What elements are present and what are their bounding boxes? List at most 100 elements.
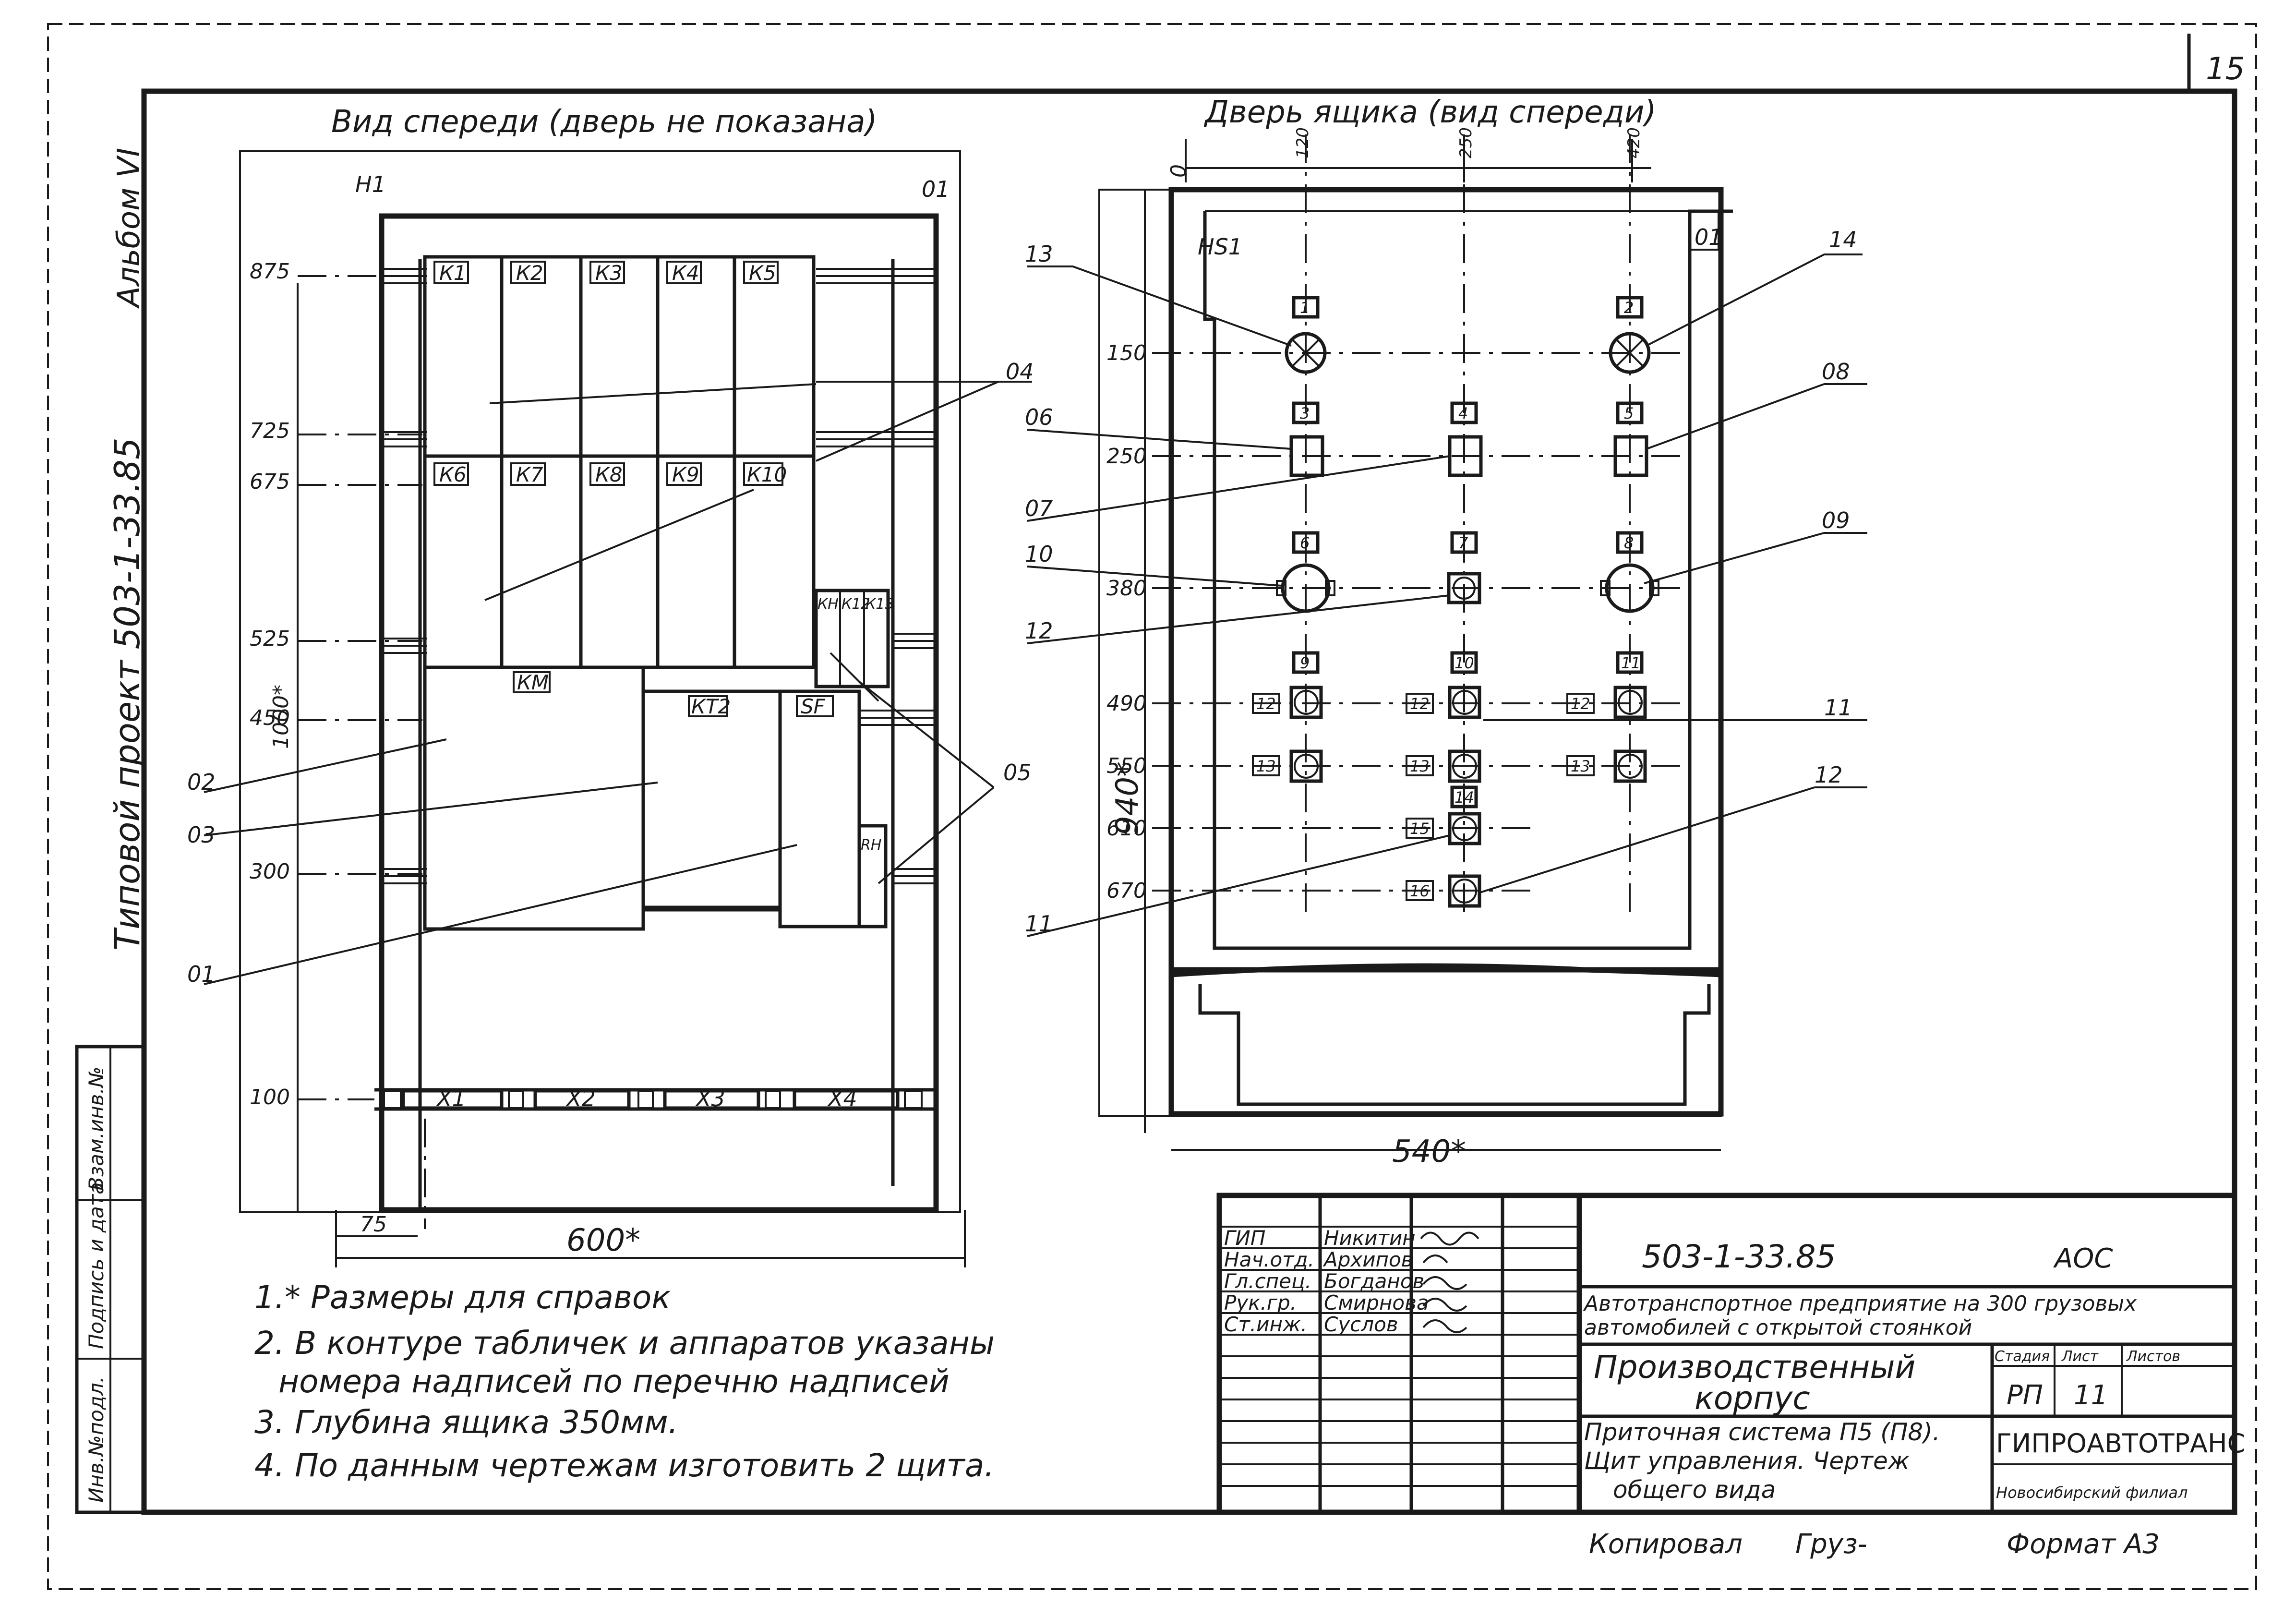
- small-relay-block: [814, 589, 890, 688]
- contactor-kt2: [641, 689, 782, 909]
- front-wiring: [484, 383, 879, 702]
- object-line-2: автомобилей с открытой стоянкой: [1584, 1315, 1972, 1340]
- doc-type: АОС: [2053, 1243, 2113, 1274]
- leader-label: 02: [187, 769, 216, 795]
- relay-row-1: К1 К2 К3 К4 К5: [433, 261, 779, 285]
- branch: Новосибирский филиал: [1996, 1483, 2188, 1502]
- terminal-label: Х1: [436, 1085, 466, 1111]
- level-mark: 675: [250, 470, 290, 494]
- device-number: 11: [1621, 654, 1641, 672]
- sheet-header: Лист: [2061, 1348, 2099, 1365]
- front-outer-contour: [239, 150, 961, 1213]
- device-number: 3: [1300, 404, 1310, 422]
- front-panel-mark: 01: [922, 176, 950, 202]
- door-outer: [1168, 187, 1724, 973]
- outer-border: [47, 23, 2257, 1590]
- front-level-marks: 875 725 675 525 450 300 100: [250, 259, 422, 1109]
- relay-label: К6: [439, 463, 467, 486]
- leader-label: 13: [1025, 241, 1053, 267]
- left-stamp-cell: Взам.инв.№: [84, 1067, 108, 1191]
- height-dim: 1000*: [269, 685, 293, 749]
- contactor-km: [423, 665, 645, 931]
- terminal-label: Х2: [565, 1085, 596, 1111]
- plate-number: 12: [1571, 695, 1590, 713]
- device-number: 2: [1624, 299, 1634, 317]
- sheet-number: 15: [2206, 51, 2245, 87]
- relay-label: К10: [747, 463, 787, 486]
- door-panel-tag: HS1: [1198, 234, 1242, 260]
- leader-label: 12: [1815, 762, 1843, 788]
- relay-column-lines: [500, 257, 736, 667]
- drawing-line-3: общего вида: [1613, 1476, 1776, 1504]
- role: Рук.гр.: [1224, 1291, 1297, 1315]
- device-number: 10: [1455, 654, 1474, 672]
- plate-number: 16: [1410, 882, 1430, 900]
- door-lower-frame: [1168, 963, 1724, 1117]
- device-number: 5: [1624, 404, 1634, 422]
- door-leaders: [1027, 253, 1867, 937]
- leader-label: 07: [1025, 495, 1053, 521]
- title-block-roles: ГИП Нач.отд. Гл.спец. Рук.гр. Ст.инж. Ни…: [1224, 1226, 1479, 1336]
- name: Богданов: [1324, 1269, 1424, 1293]
- note-line: 3. Глубина ящика 350мм.: [254, 1404, 678, 1441]
- inner-frame: [141, 88, 2237, 1515]
- level-mark: 525: [250, 627, 290, 651]
- relay-row-2: К6 К7 К8 К9 К10: [433, 462, 787, 486]
- signal-lamp-2: [1609, 296, 1651, 374]
- row-mark: 550: [1106, 754, 1147, 778]
- terminal-label: Х3: [695, 1085, 725, 1111]
- contactor-km-label-box: [513, 671, 551, 693]
- level-mark: 100: [250, 1085, 290, 1109]
- plate-number: 12: [1256, 695, 1276, 713]
- relay-label: К2: [516, 261, 543, 285]
- col-mark: 0: [1166, 164, 1191, 178]
- object-line-1: Автотранспортное предприятие на 300 груз…: [1583, 1291, 2137, 1316]
- contactor-label: КМ: [517, 671, 549, 694]
- buttons-grid: [1252, 651, 1647, 908]
- project-label: Типовой проект 503-1-33.85: [107, 437, 147, 951]
- contactor-label: SF: [801, 695, 826, 718]
- contactor-kt2-label-box: [688, 695, 728, 717]
- plate-number: 13: [1410, 757, 1430, 775]
- small-relay-label: КН: [817, 596, 839, 613]
- leader-label: 06: [1025, 404, 1053, 430]
- copied-sign: Груз-: [1795, 1529, 1867, 1560]
- row-mark: 380: [1106, 576, 1147, 601]
- leader-label: 08: [1822, 359, 1850, 385]
- note-line: 4. По данным чертежам изготовить 2 щита.: [254, 1447, 994, 1484]
- door-column-marks: 0 120 250 420: [1166, 127, 1651, 182]
- front-panel-tag: Н1: [355, 171, 386, 197]
- drawing-line-1: Приточная система П5 (П8).: [1584, 1418, 1940, 1446]
- role: Ст.инж.: [1224, 1313, 1307, 1336]
- door-panel-mark: 01: [1695, 224, 1723, 250]
- door-inner-frame: [1205, 210, 1719, 251]
- col-mark: 420: [1624, 127, 1644, 158]
- name: Смирнова: [1324, 1291, 1429, 1315]
- organization: ГИПРОАВТОТРАНС: [1996, 1428, 2245, 1459]
- din-rails: [384, 268, 936, 884]
- device-number: 14: [1455, 788, 1474, 807]
- sheet-value: 11: [2074, 1380, 2108, 1411]
- small-relay-label: К12: [841, 596, 870, 613]
- building-line-1: Производственный: [1594, 1349, 1915, 1386]
- stage-header: Стадия: [1995, 1348, 2050, 1365]
- leader-label: 09: [1822, 507, 1850, 533]
- album-label: Альбом VI: [111, 148, 147, 309]
- device-number: 7: [1458, 534, 1468, 552]
- device-number: 4: [1458, 404, 1468, 422]
- left-stamp-cell: Подпись и дата: [84, 1182, 108, 1349]
- offset-dim: 75: [360, 1212, 387, 1237]
- relay-label: К4: [672, 261, 699, 285]
- terminal-strip: Х1 Х2 Х3 Х4: [374, 1085, 936, 1111]
- leader-label: 14: [1829, 227, 1857, 253]
- row-mark: 250: [1106, 444, 1147, 469]
- role: Нач.отд.: [1224, 1248, 1314, 1271]
- level-mark: 300: [250, 859, 290, 884]
- leader-label: 03: [187, 822, 216, 848]
- selectors-row-380: [1276, 531, 1659, 613]
- contactor-label: RH: [861, 837, 881, 854]
- row-mark: 150: [1106, 341, 1147, 365]
- device-number: 1: [1300, 299, 1310, 317]
- device-number: 6: [1300, 534, 1310, 552]
